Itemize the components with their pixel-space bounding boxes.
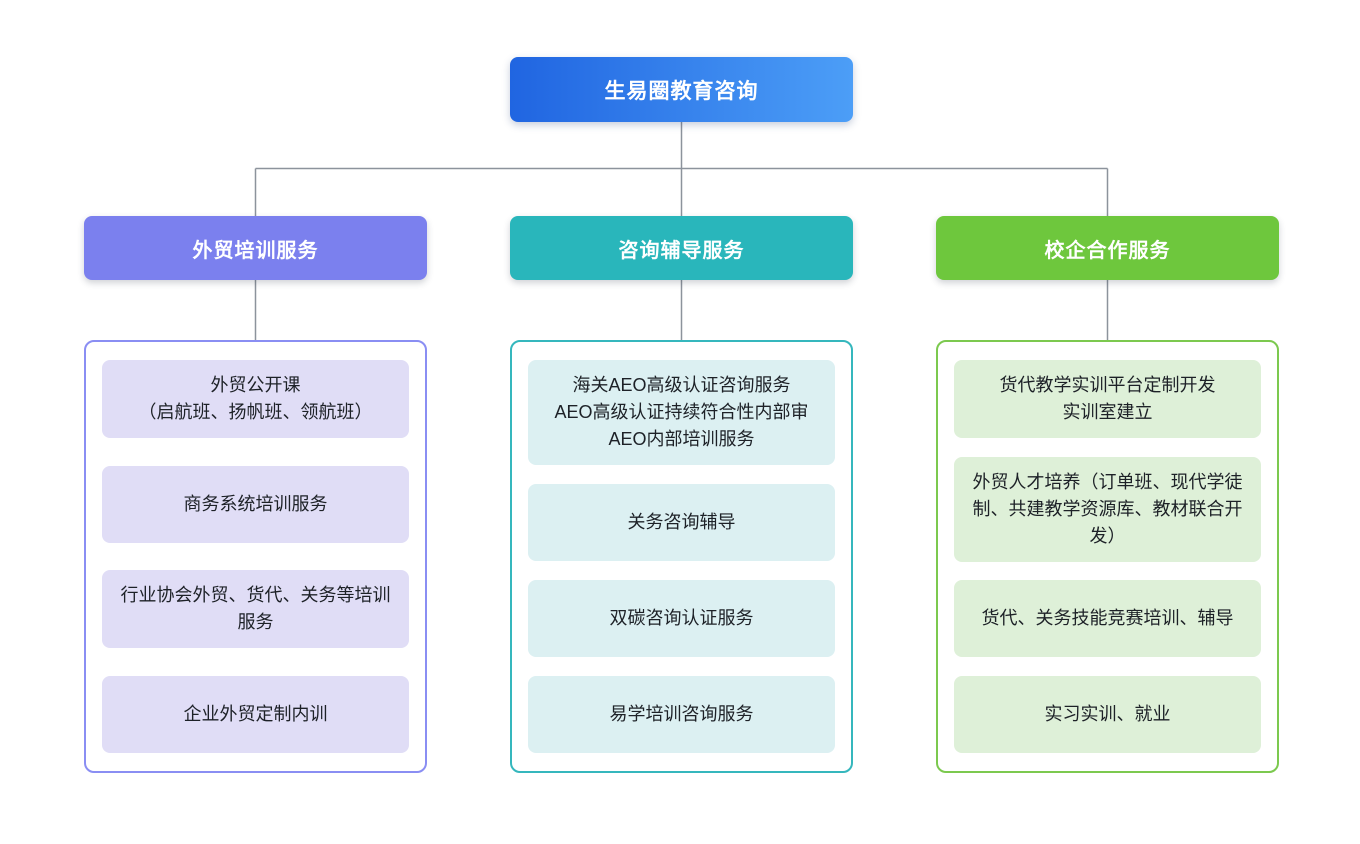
node-item: 关务咨询辅导 bbox=[528, 484, 835, 561]
node-item: 货代教学实训平台定制开发 实训室建立 bbox=[954, 360, 1261, 438]
branch-panel-school-enterprise: 货代教学实训平台定制开发 实训室建立 外贸人才培养（订单班、现代学徒制、共建教学… bbox=[936, 340, 1279, 773]
branch-consulting: 咨询辅导服务 海关AEO高级认证咨询服务 AEO高级认证持续符合性内部审 AEO… bbox=[510, 216, 853, 773]
node-item-label: 关务咨询辅导 bbox=[627, 512, 736, 532]
node-item: 实习实训、就业 bbox=[954, 675, 1261, 753]
node-item: 易学培训咨询服务 bbox=[528, 676, 835, 753]
node-item: 商务系统培训服务 bbox=[102, 465, 409, 543]
branch-header-label: 咨询辅导服务 bbox=[618, 239, 745, 262]
node-item: 货代、关务技能竞赛培训、辅导 bbox=[954, 580, 1261, 658]
branch-header-trade-training: 外贸培训服务 bbox=[84, 216, 427, 280]
node-item-label: 行业协会外贸、货代、关务等培训服务 bbox=[120, 585, 391, 633]
node-item-label: 企业外贸定制内训 bbox=[183, 703, 328, 724]
node-item-label: 双碳咨询认证服务 bbox=[609, 608, 754, 628]
branch-header-school-enterprise: 校企合作服务 bbox=[936, 216, 1279, 280]
branch-header-consulting: 咨询辅导服务 bbox=[510, 216, 853, 280]
branch-header-label: 外贸培训服务 bbox=[192, 239, 319, 262]
node-item: 外贸公开课 （启航班、扬帆班、领航班） bbox=[102, 360, 409, 438]
node-item-label: 外贸人才培养（订单班、现代学徒制、共建教学资源库、教材联合开发） bbox=[972, 471, 1243, 546]
node-item-label: 外贸公开课 （启航班、扬帆班、领航班） bbox=[138, 375, 373, 422]
node-item-label: 商务系统培训服务 bbox=[183, 493, 328, 514]
branch-panel-consulting: 海关AEO高级认证咨询服务 AEO高级认证持续符合性内部审 AEO内部培训服务 … bbox=[510, 340, 853, 773]
root-node-label: 生易圈教育咨询 bbox=[604, 79, 759, 103]
node-item: 企业外贸定制内训 bbox=[102, 675, 409, 753]
node-item: 行业协会外贸、货代、关务等培训服务 bbox=[102, 570, 409, 649]
node-item: 双碳咨询认证服务 bbox=[528, 580, 835, 657]
node-item-label: 海关AEO高级认证咨询服务 AEO高级认证持续符合性内部审 AEO内部培训服务 bbox=[554, 375, 809, 449]
branch-panel-trade-training: 外贸公开课 （启航班、扬帆班、领航班） 商务系统培训服务 行业协会外贸、货代、关… bbox=[84, 340, 427, 773]
branch-header-label: 校企合作服务 bbox=[1044, 239, 1171, 262]
branch-school-enterprise: 校企合作服务 货代教学实训平台定制开发 实训室建立 外贸人才培养（订单班、现代学… bbox=[936, 216, 1279, 773]
node-item: 海关AEO高级认证咨询服务 AEO高级认证持续符合性内部审 AEO内部培训服务 bbox=[528, 360, 835, 465]
node-item: 外贸人才培养（订单班、现代学徒制、共建教学资源库、教材联合开发） bbox=[954, 456, 1261, 562]
node-item-label: 易学培训咨询服务 bbox=[609, 704, 754, 724]
node-item-label: 实习实训、就业 bbox=[1044, 703, 1171, 724]
root-node: 生易圈教育咨询 bbox=[510, 57, 853, 122]
node-item-label: 货代教学实训平台定制开发 实训室建立 bbox=[999, 375, 1216, 422]
node-item-label: 货代、关务技能竞赛培训、辅导 bbox=[981, 608, 1234, 629]
branch-trade-training: 外贸培训服务 外贸公开课 （启航班、扬帆班、领航班） 商务系统培训服务 行业协会… bbox=[84, 216, 427, 773]
